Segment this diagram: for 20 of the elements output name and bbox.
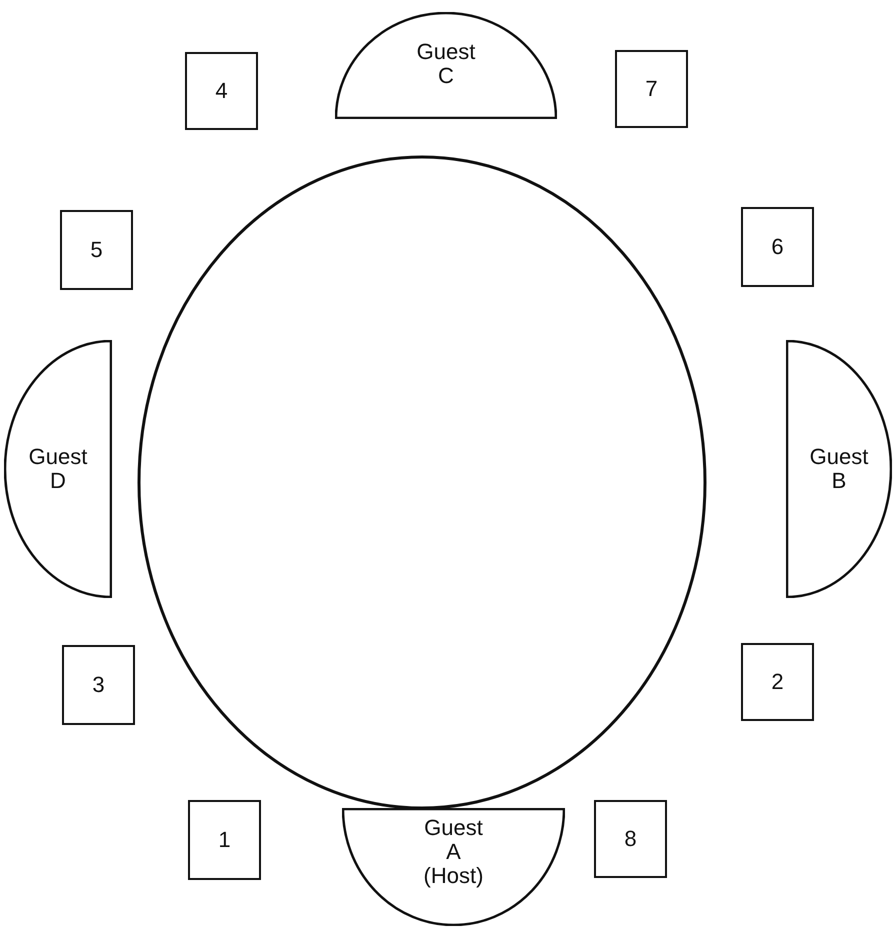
seat-number: 6 xyxy=(771,234,784,260)
seat-square xyxy=(594,800,667,878)
seat-number: 8 xyxy=(624,826,637,852)
seat-square xyxy=(741,643,814,721)
guest-label: Guest C xyxy=(416,40,476,88)
seat-number: 7 xyxy=(645,76,658,102)
guest-label: Guest A (Host) xyxy=(422,816,484,889)
guest-label: Guest D xyxy=(28,444,88,494)
seat-number: 4 xyxy=(215,78,228,104)
seat-square xyxy=(60,210,133,290)
seat-number: 1 xyxy=(218,828,231,852)
guest-label: Guest B xyxy=(808,444,870,494)
seat-square xyxy=(188,800,261,880)
seat-square xyxy=(185,52,258,130)
seat-square xyxy=(62,645,135,725)
seat-square xyxy=(615,50,688,128)
seat-number: 2 xyxy=(771,670,784,694)
seat-number: 3 xyxy=(92,672,105,698)
seat-number: 5 xyxy=(90,238,103,262)
seat-square xyxy=(741,207,814,287)
